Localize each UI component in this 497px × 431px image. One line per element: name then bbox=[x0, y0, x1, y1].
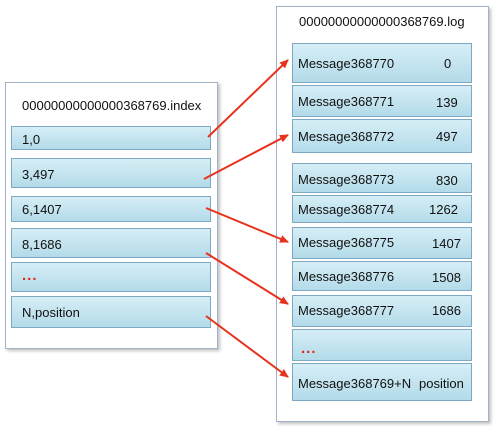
index-entry: 6,1407 bbox=[11, 196, 211, 222]
arrow-1-0 bbox=[207, 59, 289, 138]
index-entry: 1,0 bbox=[11, 126, 211, 150]
index-entry-ellipsis: ... bbox=[11, 262, 211, 292]
log-file-panel: 00000000000000368769.log Message368770 0… bbox=[276, 6, 489, 422]
index-file-panel: 00000000000000368769.index 1,0 3,497 6,1… bbox=[5, 82, 218, 349]
log-position: 139 bbox=[436, 95, 458, 110]
index-entry: 8,1686 bbox=[11, 228, 211, 258]
log-position: position bbox=[419, 376, 464, 391]
log-entry: Message368775 1407 bbox=[292, 227, 472, 259]
arrow-8-1686 bbox=[205, 252, 289, 305]
arrow-6-1407 bbox=[205, 207, 289, 243]
log-entry: Message368774 1262 bbox=[292, 195, 472, 223]
index-entry-text: 8,1686 bbox=[22, 237, 62, 252]
arrow-n-position bbox=[205, 315, 289, 378]
index-entry-text: 1,0 bbox=[22, 132, 41, 147]
log-position: 830 bbox=[436, 173, 458, 188]
log-entry: Message368772 497 bbox=[292, 119, 472, 153]
log-position: 1508 bbox=[432, 270, 461, 285]
arrow-3-497 bbox=[203, 134, 289, 180]
log-entry: Message368776 1508 bbox=[292, 261, 472, 291]
index-entry-text: 6,1407 bbox=[22, 202, 62, 217]
log-message: Message368775 bbox=[298, 235, 395, 250]
log-message: Message368773 bbox=[298, 172, 395, 187]
log-message: Message368777 bbox=[298, 303, 395, 318]
log-position: 1686 bbox=[432, 303, 461, 318]
index-file-title: 00000000000000368769.index bbox=[22, 98, 202, 113]
log-entry: Message368770 0 bbox=[292, 43, 472, 83]
log-position: 1407 bbox=[432, 236, 461, 251]
log-message: Message368776 bbox=[298, 269, 395, 284]
log-entry: Message368773 830 bbox=[292, 163, 472, 193]
index-entry: N,position bbox=[11, 296, 211, 328]
log-message: Message368769+N bbox=[298, 376, 412, 391]
log-position: 1262 bbox=[429, 202, 458, 217]
log-message: Message368772 bbox=[298, 129, 395, 144]
log-message: Message368774 bbox=[298, 202, 395, 217]
log-entry-ellipsis: ... bbox=[292, 329, 472, 361]
index-entry-text: 3,497 bbox=[22, 167, 55, 182]
index-entry: 3,497 bbox=[11, 158, 211, 188]
ellipsis-text: ... bbox=[22, 267, 38, 284]
log-file-title: 00000000000000368769.log bbox=[299, 14, 465, 29]
log-entry: Message368771 139 bbox=[292, 85, 472, 117]
log-entry: Message368777 1686 bbox=[292, 295, 472, 327]
log-message: Message368770 bbox=[298, 56, 395, 71]
ellipsis-text: ... bbox=[301, 340, 317, 357]
log-position: 497 bbox=[436, 129, 458, 144]
log-position: 0 bbox=[444, 56, 452, 71]
log-message: Message368771 bbox=[298, 94, 395, 109]
log-entry: Message368769+N position bbox=[292, 363, 472, 401]
index-entry-text: N,position bbox=[22, 305, 80, 320]
